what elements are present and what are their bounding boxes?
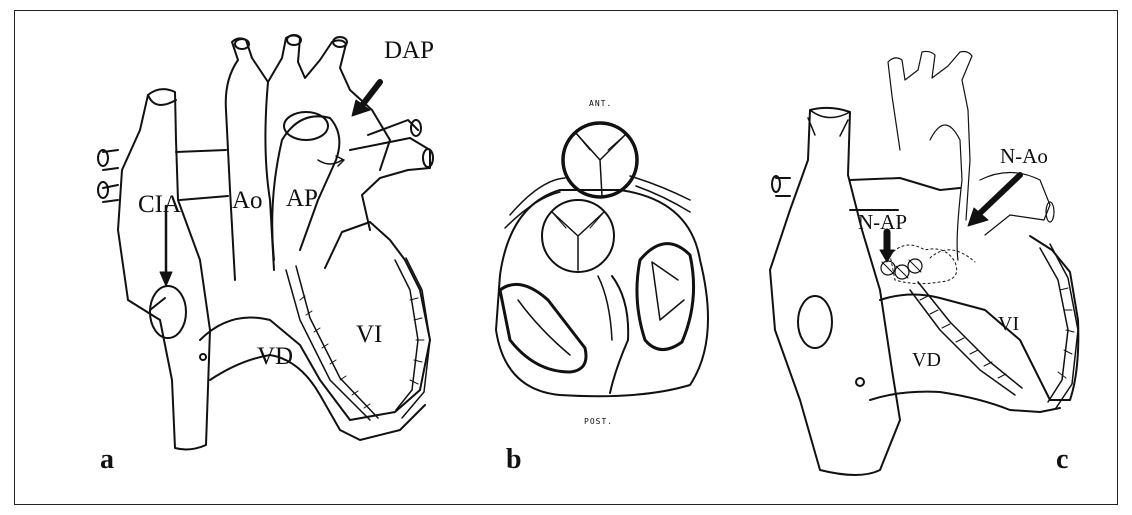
panel-b-drawing xyxy=(496,123,708,396)
mitral-valve xyxy=(637,244,694,350)
label-vd-c: VD xyxy=(912,350,941,370)
label-vi-a: VI xyxy=(356,322,382,347)
label-vd-a: VD xyxy=(257,344,293,369)
label-cia: CIA xyxy=(138,192,181,217)
pulmonary-veins-a xyxy=(103,150,118,202)
valve-base-outline xyxy=(496,190,708,396)
ventricles-a xyxy=(200,222,430,420)
label-nao: N-Ao xyxy=(1000,146,1048,167)
label-vi-c: VI xyxy=(998,314,1019,334)
panel-letter-c: c xyxy=(1056,446,1068,474)
label-post: POST. xyxy=(584,418,613,426)
label-dap: DAP xyxy=(384,38,434,63)
asd-oval-c xyxy=(798,296,832,348)
panel-letter-a: a xyxy=(100,446,114,474)
arrow-nao xyxy=(978,175,1020,215)
vena-cava-a xyxy=(118,89,210,449)
tricuspid-valve xyxy=(500,284,586,372)
asd-oval-a xyxy=(150,286,186,338)
vena-cava-c xyxy=(770,108,900,475)
label-ant: ANT. xyxy=(589,100,612,108)
neo-aorta-c xyxy=(888,51,972,220)
label-ao: Ao xyxy=(232,188,263,213)
panel-c-drawing xyxy=(770,51,1078,475)
label-nap: N-AP xyxy=(858,212,907,233)
aorta-a xyxy=(226,36,390,281)
ductus-a xyxy=(350,138,430,230)
label-ap: AP xyxy=(286,186,318,211)
septum-c xyxy=(910,282,1022,395)
panel-a-drawing xyxy=(98,35,433,449)
arrow-dap xyxy=(360,82,380,108)
panel-letter-b: b xyxy=(506,446,522,474)
